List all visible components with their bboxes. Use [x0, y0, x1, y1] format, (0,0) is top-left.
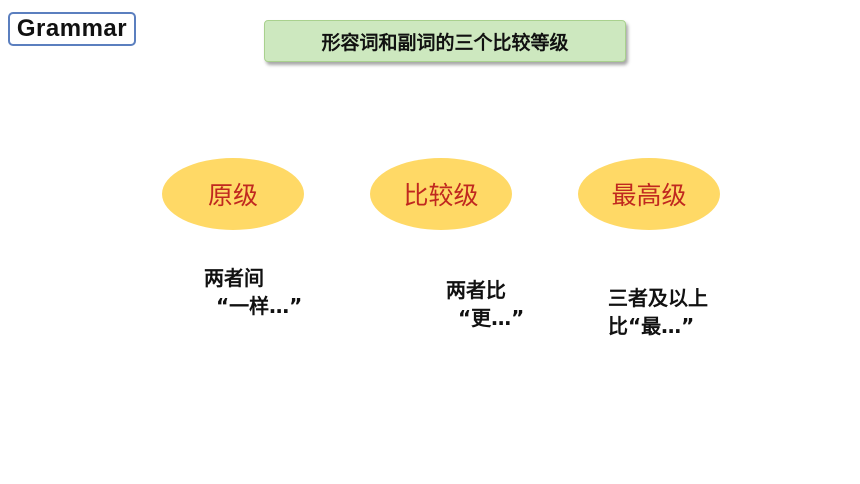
degree-positive-label: 原级	[207, 181, 258, 210]
degree-positive-description: 两者间 “一样…”	[204, 264, 302, 320]
degree-comparative-oval: 比较级	[370, 158, 512, 230]
degree-comparative-label: 比较级	[403, 181, 479, 210]
degree-superlative-label: 最高级	[611, 181, 687, 210]
degree-superlative-description: 三者及以上 比“最…”	[608, 284, 708, 340]
description-line: 两者比	[446, 278, 506, 302]
description-line: 三者及以上	[608, 286, 708, 310]
degree-superlative-oval: 最高级	[578, 158, 720, 230]
description-line: 比“最…”	[608, 314, 695, 338]
description-line: “一样…”	[216, 294, 303, 318]
description-line: “更…”	[458, 306, 525, 330]
page-title: 形容词和副词的三个比较等级	[264, 20, 626, 62]
description-line: 两者间	[204, 266, 264, 290]
degree-positive-oval: 原级	[162, 158, 304, 230]
degree-comparative-description: 两者比 “更…”	[446, 276, 524, 332]
grammar-badge: Grammar	[8, 12, 136, 46]
